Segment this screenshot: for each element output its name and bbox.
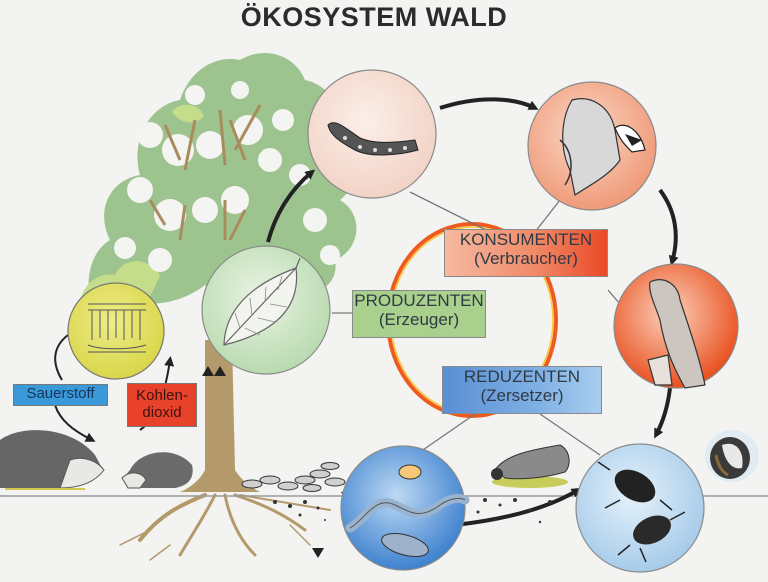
- co2-text-line2: dioxid: [142, 404, 182, 421]
- co2-label: Kohlen- dioxid: [127, 383, 197, 427]
- oxygen-label: Sauerstoff: [13, 384, 108, 406]
- soil-particles: [273, 498, 552, 524]
- konsumenten-title: KONSUMENTEN: [459, 230, 593, 249]
- reduzenten-title: REDUZENTEN: [463, 367, 581, 386]
- produzenten-label: PRODUZENTEN (Erzeuger): [352, 290, 486, 338]
- tree-trunk: [180, 340, 260, 492]
- dead-bird: [491, 444, 570, 488]
- title-text: ÖKOSYSTEM WALD: [240, 2, 508, 32]
- konsumenten-label: KONSUMENTEN (Verbraucher): [444, 229, 608, 277]
- circle-kestrel: [613, 263, 739, 389]
- circle-leaf-cross-section: [67, 282, 165, 380]
- reduzenten-subtitle: (Zersetzer): [480, 386, 564, 405]
- circle-caterpillar: [307, 69, 437, 199]
- page-title: ÖKOSYSTEM WALD: [0, 2, 768, 33]
- hedgehog-large: [0, 430, 105, 490]
- tree-roots: [119, 493, 331, 561]
- co2-text-line1: Kohlen-: [136, 387, 188, 404]
- badger-burrow: [705, 430, 759, 482]
- konsumenten-subtitle: (Verbraucher): [474, 249, 578, 268]
- circle-beetles: [575, 443, 705, 573]
- leaf-litter: [241, 462, 346, 492]
- hedgehog-small: [121, 452, 193, 489]
- circle-songbird: [527, 81, 657, 211]
- circle-beech-leaf: [201, 245, 331, 375]
- produzenten-title: PRODUZENTEN: [354, 291, 484, 310]
- reduzenten-label: REDUZENTEN (Zersetzer): [442, 366, 602, 414]
- produzenten-subtitle: (Erzeuger): [378, 310, 460, 329]
- oxygen-text: Sauerstoff: [26, 385, 95, 402]
- circle-soil-animals: [340, 445, 470, 571]
